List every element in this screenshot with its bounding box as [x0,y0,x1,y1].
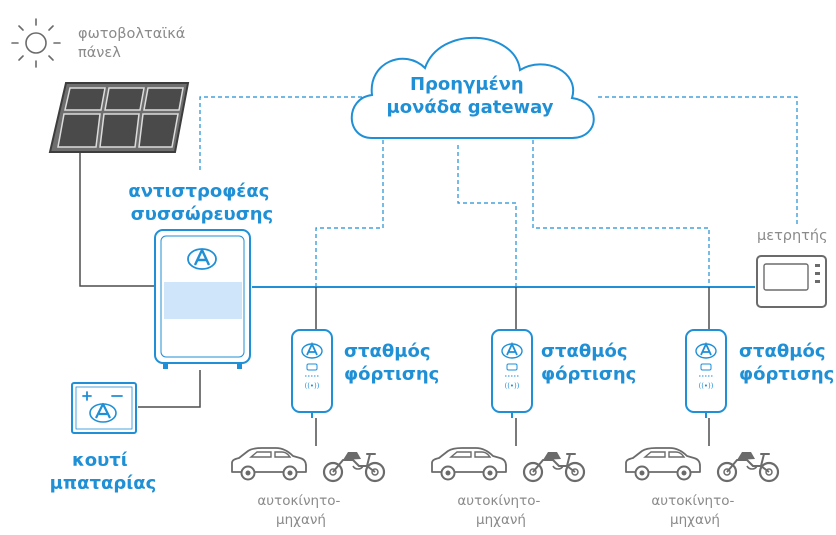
gateway-to-meter-link [598,96,798,225]
svg-text:((•)): ((•)) [304,382,319,390]
battery-icon [71,382,137,434]
battery-label: κουτί μπαταρίας [50,450,157,494]
car-icon [231,447,307,481]
svg-text:((•)): ((•)) [698,382,713,390]
charging-station-icon: ((•)) [291,329,333,418]
gateway-to-station-2-link [457,145,517,287]
solar-to-inverter-line [79,152,155,287]
gateway-to-inverter-link [199,96,362,172]
charging-station-2: ((•)) σταθμός φόρτισης [491,329,636,418]
charging-station-1: ((•)) σταθμός φόρτισης [291,329,439,418]
vehicle-group-2: αυτοκίνητο- μηχανή [431,447,586,528]
vehicle-group-1: αυτοκίνητο- μηχανή [231,447,386,528]
cloud-icon [350,36,595,139]
motorcycle-icon [716,450,780,483]
inverter-icon [154,229,251,369]
gateway-to-station-3-link [532,140,710,287]
solar-panel-icon [48,82,190,153]
sun-icon [11,18,61,68]
gateway-to-station-1-link [315,140,384,287]
solar-panel-label: φωτοβολταϊκά πάνελ [78,26,190,61]
svg-text:((•)): ((•)) [504,382,519,390]
motorcycle-icon [522,450,586,483]
meter-label: μετρητής [757,228,828,244]
charging-station-icon: ((•)) [491,329,533,418]
vehicle-label: αυτοκίνητο- μηχανή [257,493,344,528]
station-label: σταθμός φόρτισης [344,341,439,385]
gateway-label: Προηγμένη μονάδα gateway [386,74,553,118]
vehicle-label: αυτοκίνητο- μηχανή [651,493,738,528]
battery-to-inverter-line [138,370,201,408]
charging-station-3: ((•)) σταθμός φόρτισης [685,329,834,418]
charging-station-icon: ((•)) [685,329,727,418]
station-label: σταθμός φόρτισης [541,341,636,385]
vehicle-label: αυτοκίνητο- μηχανή [457,493,544,528]
motorcycle-icon [322,450,386,483]
meter-icon [756,255,827,308]
brand-logo-icon [187,248,217,270]
inverter-label: αντιστροφέας συσσώρευσης [128,181,275,225]
gateway-data-links [199,96,798,287]
connection-lines [79,96,798,446]
vehicle-group-3: αυτοκίνητο- μηχανή [625,447,780,528]
car-icon [625,447,701,481]
station-label: σταθμός φόρτισης [739,341,834,385]
car-icon [431,447,507,481]
